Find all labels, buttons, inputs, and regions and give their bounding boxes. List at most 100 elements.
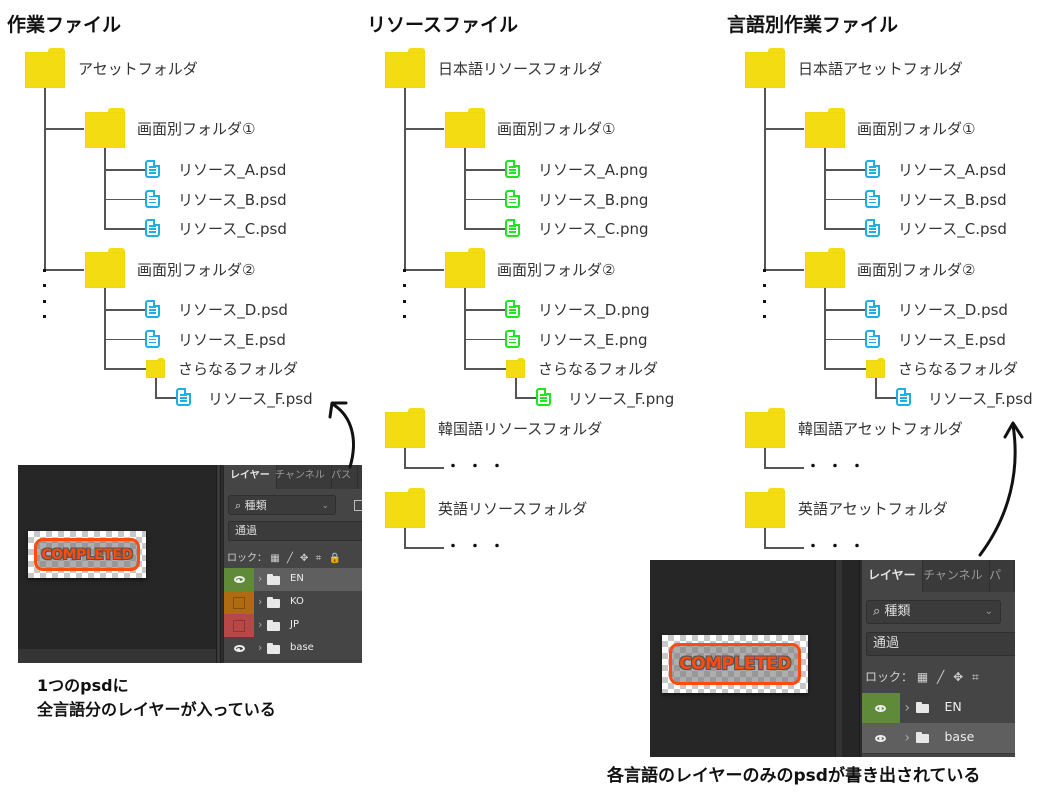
lock-move-icon[interactable]: ✥	[300, 553, 309, 564]
panel-divider[interactable]	[859, 560, 862, 757]
chevron-right-icon[interactable]: ›	[258, 571, 263, 585]
file-label[interactable]: リソース_F.psd	[928, 390, 1033, 408]
tab-layers[interactable]: レイヤー	[862, 560, 923, 592]
folder-icon	[267, 619, 280, 631]
folder-icon	[805, 248, 845, 288]
lock-transparency-icon[interactable]: ▦	[270, 553, 280, 564]
file-label[interactable]: リソース_F.png	[568, 390, 675, 408]
panel-divider[interactable]	[216, 465, 220, 663]
root-folder-label[interactable]: 英語アセットフォルダ	[798, 500, 948, 518]
tree-line	[44, 88, 46, 271]
layer-row[interactable]: ›base	[224, 637, 362, 661]
tree-line	[824, 338, 866, 340]
tree-line	[464, 228, 506, 230]
panel-divider[interactable]	[220, 465, 223, 663]
tree-line	[824, 198, 866, 200]
panel-divider[interactable]	[835, 560, 842, 757]
subfolder-label[interactable]: 画面別フォルダ①	[857, 120, 976, 138]
file-label[interactable]: リソース_A.psd	[178, 161, 287, 179]
subfolder-label[interactable]: 画面別フォルダ①	[137, 120, 256, 138]
tree-line	[44, 269, 84, 271]
lock-transparency-icon[interactable]: ▦	[916, 670, 929, 684]
file-label[interactable]: リソース_E.png	[538, 330, 648, 349]
psd-file-icon	[145, 329, 160, 348]
visibility-toggle[interactable]	[224, 568, 254, 591]
tab-paths[interactable]: パス	[325, 465, 358, 489]
file-label[interactable]: リソース_A.png	[538, 161, 649, 179]
visibility-toggle[interactable]	[862, 693, 900, 723]
png-file-icon	[505, 329, 520, 348]
tab-channels[interactable]: チャンネル	[269, 465, 332, 489]
file-label[interactable]: リソース_C.png	[538, 220, 649, 238]
layer-row[interactable]: ›EN	[862, 693, 1015, 724]
visibility-toggle[interactable]	[224, 591, 254, 614]
root-folder-label[interactable]: 英語リソースフォルダ	[438, 500, 588, 518]
root-folder-label[interactable]: アセットフォルダ	[78, 60, 198, 78]
ellipsis-dot	[763, 269, 766, 272]
root-folder-label[interactable]: 韓国語アセットフォルダ	[798, 420, 963, 438]
layer-row[interactable]: ›base	[862, 723, 1015, 754]
caption-line: 全言語分のレイヤーが入っている	[37, 700, 276, 719]
tree-line	[764, 448, 766, 468]
root-folder-label[interactable]: 韓国語リソースフォルダ	[438, 420, 603, 438]
lock-paint-icon[interactable]: ╱	[286, 553, 293, 564]
file-label[interactable]: リソース_B.png	[538, 190, 649, 209]
layer-row[interactable]: ›EN	[224, 568, 362, 592]
image-filter-icon[interactable]	[354, 500, 362, 511]
subfolder-label[interactable]: 画面別フォルダ②	[137, 261, 256, 279]
root-folder-label[interactable]: 日本語アセットフォルダ	[798, 60, 963, 78]
file-label[interactable]: リソース_C.psd	[178, 220, 287, 238]
chevron-right-icon[interactable]: ›	[258, 594, 263, 608]
subfolder-label[interactable]: 画面別フォルダ①	[497, 120, 616, 138]
nested-folder-label[interactable]: さらなるフォルダ	[178, 360, 299, 378]
photoshop-screenshot-per-language: COMPLETED レイヤー チャンネル パス ⌕ 種類 ⌄ 通過 ロック： ▦…	[650, 560, 1015, 757]
visibility-toggle[interactable]	[224, 614, 254, 637]
file-label[interactable]: リソース_F.psd	[208, 390, 313, 408]
chevron-down-icon: ⌄	[984, 606, 993, 617]
psd-file-icon	[145, 300, 160, 318]
psd-file-icon	[865, 300, 880, 318]
arrow-up-right	[978, 421, 1024, 557]
subfolder-label[interactable]: 画面別フォルダ②	[497, 261, 616, 279]
tree-line	[824, 148, 826, 229]
file-label[interactable]: リソース_D.png	[538, 301, 650, 319]
file-label[interactable]: リソース_E.psd	[178, 330, 286, 349]
file-label[interactable]: リソース_B.psd	[178, 190, 287, 209]
root-folder-label[interactable]: 日本語リソースフォルダ	[438, 60, 603, 78]
nested-folder-label[interactable]: さらなるフォルダ	[538, 360, 659, 378]
file-label[interactable]: リソース_E.psd	[898, 330, 1006, 349]
layer-row[interactable]: ›JP	[224, 614, 362, 638]
visibility-toggle[interactable]	[862, 723, 900, 753]
tree-line	[464, 288, 466, 369]
lock-artboard-icon[interactable]: ⌗	[971, 670, 979, 684]
file-label[interactable]: リソース_C.psd	[898, 220, 1007, 238]
blend-mode-dropdown[interactable]: 通過	[866, 632, 1015, 656]
tab-paths[interactable]: パス	[983, 560, 1015, 612]
tree-line	[155, 397, 177, 399]
file-label[interactable]: リソース_D.psd	[178, 301, 288, 319]
visibility-toggle[interactable]	[224, 637, 254, 660]
lock-paint-icon[interactable]: ╱	[937, 670, 945, 684]
lock-move-icon[interactable]: ✥	[953, 670, 964, 684]
psd-file-icon	[176, 388, 191, 406]
file-label[interactable]: リソース_D.psd	[898, 301, 1008, 319]
layer-filter-dropdown[interactable]: ⌕ 種類 ⌄	[866, 600, 1001, 624]
layer-row[interactable]: ›KO	[224, 591, 362, 615]
blend-mode-dropdown[interactable]: 通過	[228, 521, 362, 541]
chevron-right-icon[interactable]: ›	[904, 700, 911, 716]
completed-badge: COMPLETED	[34, 538, 140, 571]
ellipsis-dot	[763, 315, 766, 318]
file-label[interactable]: リソース_B.psd	[898, 190, 1007, 209]
tab-channels[interactable]: チャンネル	[917, 560, 990, 592]
lock-artboard-icon[interactable]: ⌗	[315, 553, 322, 564]
chevron-right-icon[interactable]: ›	[258, 640, 263, 654]
file-label[interactable]: リソース_A.psd	[898, 161, 1007, 179]
nested-folder-label[interactable]: さらなるフォルダ	[898, 360, 1019, 378]
subfolder-label[interactable]: 画面別フォルダ②	[857, 261, 976, 279]
chevron-right-icon[interactable]: ›	[904, 730, 911, 746]
tab-layers[interactable]: レイヤー	[224, 465, 277, 489]
tree-line	[764, 88, 766, 271]
lock-all-icon[interactable]: 🔒	[328, 553, 341, 564]
layer-filter-dropdown[interactable]: ⌕ 種類 ⌄	[228, 495, 336, 515]
chevron-right-icon[interactable]: ›	[258, 617, 263, 631]
